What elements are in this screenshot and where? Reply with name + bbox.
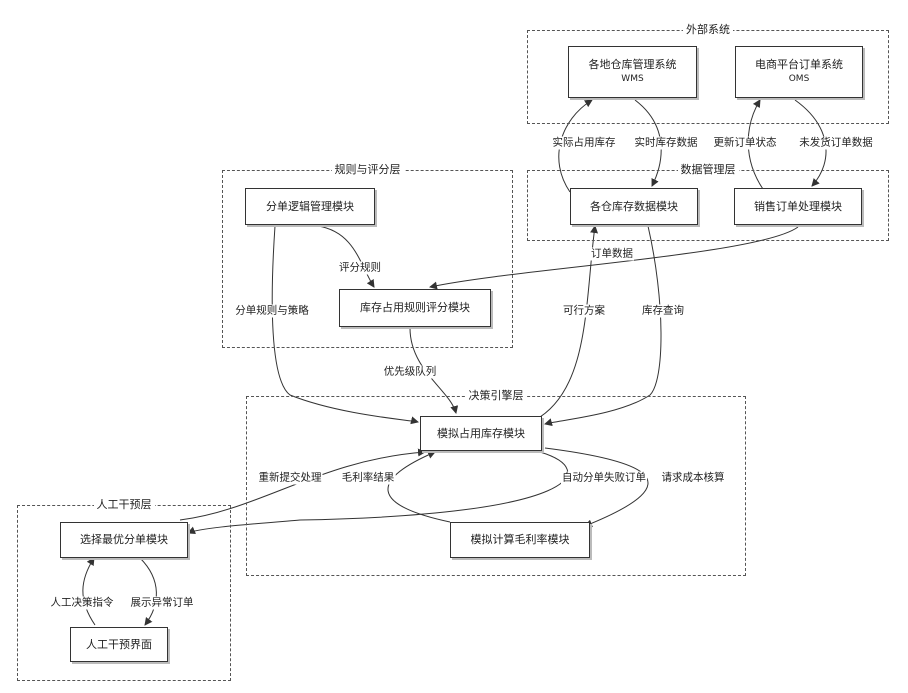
layer-data-title: 数据管理层 <box>678 163 739 176</box>
node-simulate-label: 模拟占用库存模块 <box>437 427 525 441</box>
edge-label-request-cost: 请求成本核算 <box>661 472 726 485</box>
node-sales-order-label: 销售订单处理模块 <box>754 200 842 214</box>
layer-decision-title: 决策引擎层 <box>466 389 527 402</box>
node-select-label: 选择最优分单模块 <box>80 533 168 547</box>
node-scoring-label: 库存占用规则评分模块 <box>360 301 470 315</box>
edge-label-show-exception: 展示异常订单 <box>130 597 195 610</box>
node-oms-sub: OMS <box>789 72 810 86</box>
node-simulate: 模拟占用库存模块 <box>420 416 542 451</box>
edge-label-feasible: 可行方案 <box>562 305 606 318</box>
node-scoring: 库存占用规则评分模块 <box>339 289 491 327</box>
node-inventory: 各仓库存数据模块 <box>570 188 698 225</box>
edge-label-rules-strategy: 分单规则与策略 <box>234 305 310 318</box>
node-margin: 模拟计算毛利率模块 <box>450 522 590 558</box>
edge-label-manual-cmd: 人工决策指令 <box>50 597 115 610</box>
node-select: 选择最优分单模块 <box>60 522 188 558</box>
edge-label-unshipped: 未发货订单数据 <box>798 137 874 150</box>
node-margin-label: 模拟计算毛利率模块 <box>471 533 570 547</box>
node-rule-mgmt-label: 分单逻辑管理模块 <box>266 200 354 214</box>
node-wms-sub: WMS <box>621 72 643 86</box>
node-wms-title: 各地仓库管理系统 <box>589 58 677 72</box>
edge-label-auto-fail: 自动分单失败订单 <box>561 472 647 485</box>
layer-manual-title: 人工干预层 <box>94 498 155 511</box>
edge-label-actual-stock: 实际占用库存 <box>552 137 617 150</box>
node-inventory-label: 各仓库存数据模块 <box>590 200 678 214</box>
layer-rules-title: 规则与评分层 <box>332 163 404 176</box>
edge-label-margin-result: 毛利率结果 <box>341 472 396 485</box>
node-ui-label: 人工干预界面 <box>86 638 152 652</box>
edge-label-priority-queue: 优先级队列 <box>383 366 438 379</box>
edge-label-order-data: 订单数据 <box>590 248 634 261</box>
layer-external-title: 外部系统 <box>683 23 733 36</box>
edge-label-update-status: 更新订单状态 <box>713 137 778 150</box>
node-ui: 人工干预界面 <box>70 627 168 662</box>
edge-label-stock-query: 库存查询 <box>641 305 685 318</box>
node-rule-mgmt: 分单逻辑管理模块 <box>245 188 375 225</box>
edge-label-resubmit: 重新提交处理 <box>258 472 323 485</box>
node-sales-order: 销售订单处理模块 <box>734 188 862 225</box>
edge-label-realtime-stock: 实时库存数据 <box>634 137 699 150</box>
node-oms-title: 电商平台订单系统 <box>755 58 843 72</box>
node-oms: 电商平台订单系统 OMS <box>735 46 863 98</box>
node-wms: 各地仓库管理系统 WMS <box>568 46 697 98</box>
edge-label-scoring-rules: 评分规则 <box>338 262 382 275</box>
